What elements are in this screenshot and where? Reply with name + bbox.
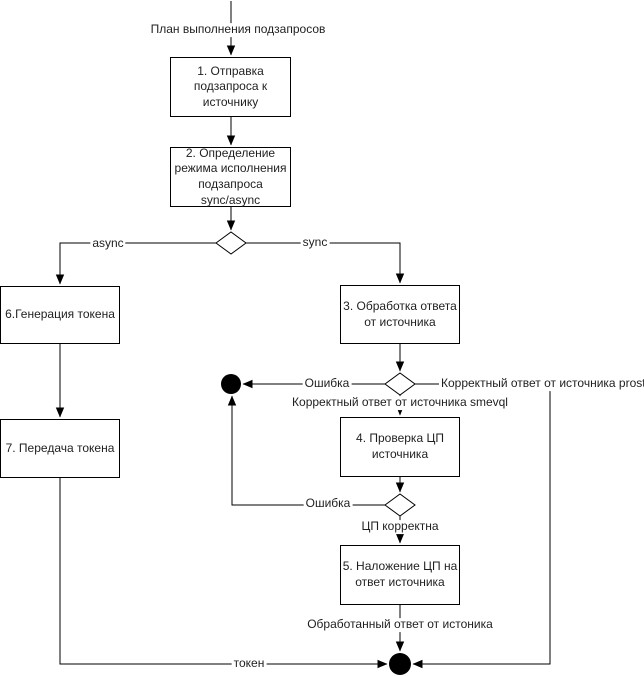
edge-token-to-end-final bbox=[59, 478, 388, 669]
flow-node-process-response: 3. Обработка ответа от источника bbox=[340, 285, 460, 344]
flow-node-apply-signature: 5. Наложение ЦП на ответ источника bbox=[340, 545, 460, 605]
flow-node-label: 5. Наложение ЦП на ответ источника bbox=[342, 559, 458, 589]
edge-label-start: План выполнения подзапросов bbox=[148, 22, 328, 37]
edge-label-error-1: Ошибка bbox=[302, 376, 352, 391]
edge-label-signature-ok: ЦП корректна bbox=[359, 519, 441, 534]
edge-label-smevql: Корректный ответ от источника smevql bbox=[290, 395, 510, 410]
flow-node-send-subquery: 1. Отправка подзапроса к источнику bbox=[170, 57, 291, 117]
edge-label-error-2: Ошибка bbox=[303, 496, 353, 511]
flow-node-pass-token: 7. Передача токена bbox=[0, 419, 120, 478]
decision-signature-diamond bbox=[384, 493, 416, 517]
edge-label-async: async bbox=[90, 236, 126, 251]
flow-node-determine-mode: 2. Определение режима исполнения подзапр… bbox=[170, 145, 291, 207]
edge-label-sync: sync bbox=[300, 235, 330, 250]
edge-sync-to-step3 bbox=[246, 242, 405, 284]
end-error-terminal bbox=[221, 374, 241, 394]
flow-node-label: 3. Обработка ответа от источника bbox=[343, 298, 457, 329]
flow-node-generate-token: 6.Генерация токена bbox=[0, 286, 120, 344]
edge-label-token: токен bbox=[231, 656, 267, 671]
flow-node-label: 2. Определение режима исполнения подзапр… bbox=[174, 145, 287, 207]
flow-node-label: 6.Генерация токена bbox=[5, 307, 115, 322]
decision-response-diamond bbox=[384, 372, 416, 396]
decision-mode-diamond bbox=[215, 231, 247, 255]
flow-node-verify-signature: 4. Проверка ЦП источника bbox=[340, 417, 460, 477]
edge-label-processed-response: Обработанный ответ от истоника bbox=[305, 617, 495, 632]
end-final-terminal bbox=[389, 653, 411, 675]
flow-node-label: 1. Отправка подзапроса к источнику bbox=[193, 63, 268, 109]
edge-async-to-step6 bbox=[55, 242, 216, 285]
edge-label-prostore: Корректный ответ от источника prostore bbox=[439, 376, 644, 391]
flow-node-label: 4. Проверка ЦП источника bbox=[356, 431, 444, 461]
flow-node-label: 7. Передача токена bbox=[5, 440, 115, 455]
